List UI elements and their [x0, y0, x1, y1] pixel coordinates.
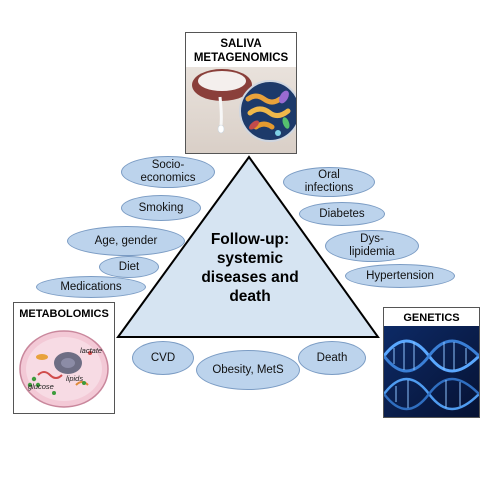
age-gender-ellipse: Age, gender: [67, 226, 185, 256]
center-line-1: Follow-up:: [210, 231, 290, 248]
center-line-3: diseases and: [201, 269, 299, 286]
diabetes-ellipse: Diabetes: [299, 202, 385, 226]
hypertension-label: Hypertension: [366, 269, 434, 282]
socioeconomics-line-1: Socio-: [151, 159, 185, 171]
oral-infections-line-2: infections: [304, 182, 354, 194]
diet-label: Diet: [118, 260, 140, 273]
obesity-mets-label: Obesity, MetS: [212, 363, 284, 376]
oral-infections-ellipse: Oral infections: [283, 167, 375, 197]
metabolomics-panel: METABOLOMICS lactate lipids glucose: [13, 302, 115, 414]
socioeconomics-ellipse: Socio- economics: [121, 156, 215, 188]
dyslipidemia-line-1: Dys-: [360, 233, 384, 245]
death-ellipse: Death: [298, 341, 366, 375]
glucose-label: glucose: [28, 382, 54, 391]
center-title: Follow-up: systemic diseases and death: [186, 230, 314, 306]
saliva-image: [186, 67, 296, 153]
lactate-label: lactate: [80, 346, 102, 355]
age-gender-label: Age, gender: [94, 234, 158, 247]
center-line-2: systemic: [216, 250, 284, 267]
dyslipidemia-line-2: lipidemia: [349, 246, 395, 258]
medications-label: Medications: [60, 280, 122, 293]
death-label: Death: [316, 351, 348, 364]
diet-ellipse: Diet: [99, 256, 159, 278]
obesity-mets-ellipse: Obesity, MetS: [196, 350, 300, 390]
cvd-ellipse: CVD: [132, 341, 194, 375]
smoking-label: Smoking: [138, 201, 184, 214]
medications-ellipse: Medications: [36, 276, 146, 298]
saliva-title-line-2: METAGENOMICS: [193, 52, 289, 64]
genetics-title: GENETICS: [403, 312, 460, 324]
diabetes-label: Diabetes: [319, 207, 365, 220]
oral-infections-line-1: Oral: [318, 169, 340, 181]
genetics-panel: GENETICS: [383, 307, 480, 418]
dyslipidemia-ellipse: Dys- lipidemia: [325, 230, 419, 262]
lipids-label: lipids: [66, 374, 83, 383]
saliva-metagenomics-panel: SALIVA METAGENOMICS: [185, 32, 297, 154]
socioeconomics-line-2: economics: [140, 172, 196, 184]
metabolomics-title: METABOLOMICS: [19, 308, 109, 320]
cvd-label: CVD: [150, 351, 176, 364]
center-line-4: death: [229, 288, 271, 305]
cell-image: lactate lipids glucose: [19, 330, 109, 408]
saliva-title-line-1: SALIVA: [220, 38, 262, 50]
dna-image: [384, 326, 479, 417]
smoking-ellipse: Smoking: [121, 195, 201, 221]
saliva-title: SALIVA METAGENOMICS: [186, 37, 296, 65]
hypertension-ellipse: Hypertension: [345, 264, 455, 288]
